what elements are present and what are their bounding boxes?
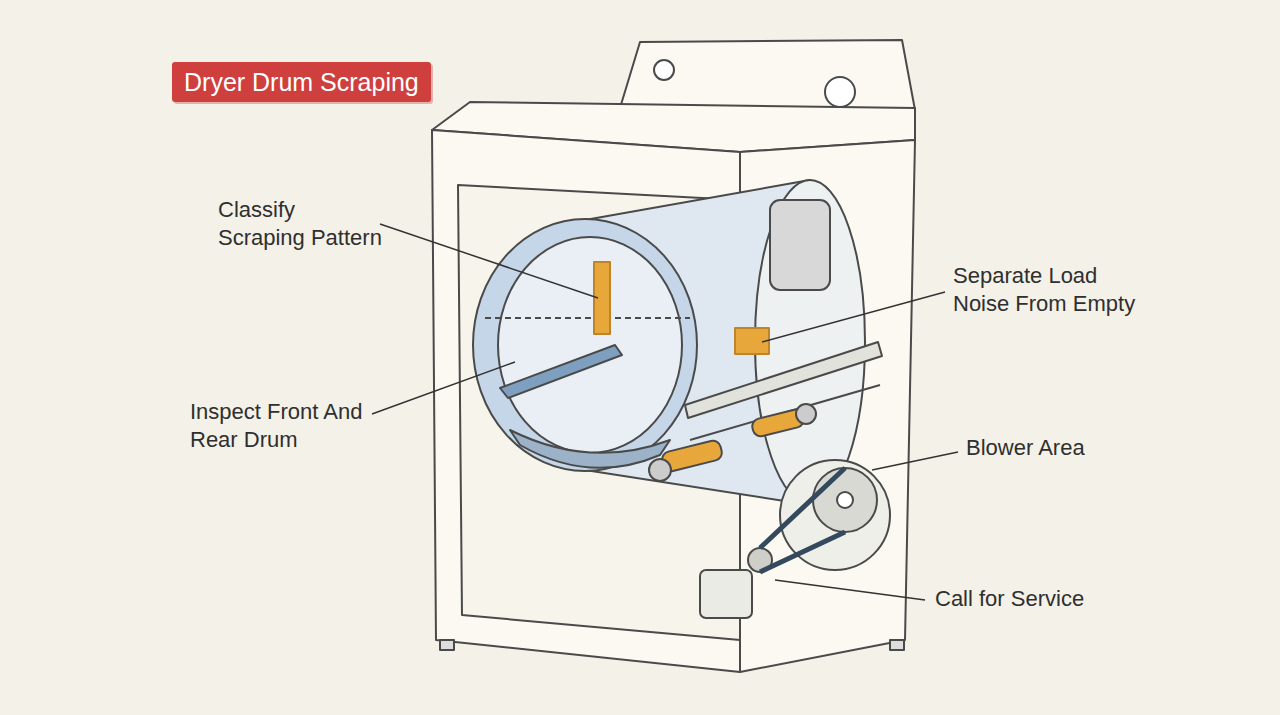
foot [890,640,904,650]
drum-seam [485,317,690,319]
leader-line [380,224,598,298]
knob [825,77,855,107]
callout-label: Classify Scraping Pattern [218,196,386,252]
drum-baffle [500,345,622,398]
drum-pulley [813,468,877,532]
motor [700,570,752,618]
drum-front [473,219,697,471]
support-rail [685,342,882,418]
lint-screen [770,200,830,290]
roller-end [649,459,671,481]
leader-line [762,292,945,342]
drum-inner [498,237,682,453]
support-rail [690,385,880,440]
drum-rear [755,180,865,504]
foot [440,640,454,650]
control-panel [620,40,915,110]
callout-label: Call for Service [935,585,1155,613]
callout-label: Separate Load Noise From Empty [953,262,1145,318]
leader-line [872,452,958,470]
callout-label: Inspect Front And Rear Drum [190,398,376,454]
title-badge: Dryer Drum Scraping [172,62,431,102]
drive-belt [760,468,845,572]
roller-end [796,404,816,424]
callout-label: Blower Area [966,434,1166,462]
leader-line [372,362,515,414]
pulley-hub [837,492,853,508]
front-seal [510,430,670,468]
leader-line [775,580,925,600]
knob [654,60,674,80]
